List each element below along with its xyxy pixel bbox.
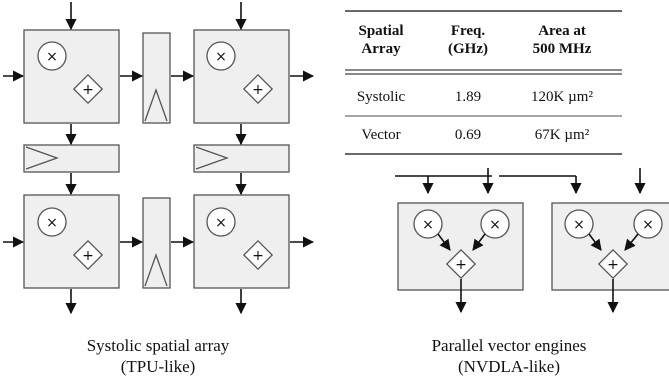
header-area-line1: Area at	[538, 23, 586, 39]
pe-bottom-right	[193, 194, 290, 289]
vector-input-bus	[395, 168, 646, 195]
add-symbol: +	[455, 257, 467, 273]
systolic-symbols: × + × + × + × +	[46, 49, 264, 264]
systolic-arrows	[3, 2, 315, 315]
add-symbol: +	[252, 82, 264, 98]
header-spatial-array-line2: Array	[361, 41, 401, 57]
vector-engine-2: × × +	[551, 202, 669, 314]
add-symbol: +	[252, 248, 264, 264]
cell-array: Vector	[361, 127, 400, 143]
multiply-symbol: ×	[573, 217, 585, 233]
table-row: Systolic 1.89 120K µm²	[357, 89, 594, 105]
systolic-caption-line1: Systolic spatial array	[87, 336, 230, 355]
multiply-symbol: ×	[215, 215, 227, 231]
header-freq-line2: (GHz)	[448, 41, 488, 57]
vector-caption-line2: (NVDLA-like)	[458, 357, 560, 376]
horizontal-register-left	[23, 144, 120, 173]
vector-engine-1: × × +	[397, 202, 524, 314]
systolic-array	[23, 29, 290, 289]
systolic-caption-line2: (TPU-like)	[121, 357, 196, 376]
pe-top-right	[193, 29, 290, 124]
header-area-line2: 500 MHz	[533, 41, 592, 57]
vertical-register-top	[142, 32, 171, 124]
cell-freq: 0.69	[455, 127, 481, 143]
table-row: Vector 0.69 67K µm²	[361, 127, 589, 143]
comparison-table: Spatial Array Freq. (GHz) Area at 500 MH…	[345, 10, 622, 155]
multiply-symbol: ×	[215, 49, 227, 65]
add-symbol: +	[82, 82, 94, 98]
add-symbol: +	[607, 257, 619, 273]
multiply-symbol: ×	[46, 49, 58, 65]
header-spatial-array-line1: Spatial	[358, 23, 403, 39]
pe-bottom-left	[23, 194, 120, 289]
cell-array: Systolic	[357, 89, 406, 105]
multiply-symbol: ×	[489, 217, 501, 233]
header-freq-line1: Freq.	[451, 23, 486, 39]
pe-top-left	[23, 29, 120, 124]
vector-engines: × × + × × + Parallel vector engines (NVD…	[395, 168, 669, 376]
multiply-symbol: ×	[46, 215, 58, 231]
cell-freq: 1.89	[455, 89, 481, 105]
vector-caption-line1: Parallel vector engines	[432, 336, 587, 355]
add-symbol: +	[82, 248, 94, 264]
horizontal-register-right	[193, 144, 290, 173]
multiply-symbol: ×	[642, 217, 654, 233]
cell-area: 120K µm²	[531, 89, 593, 105]
multiply-symbol: ×	[422, 217, 434, 233]
vertical-register-bottom	[142, 197, 171, 289]
cell-area: 67K µm²	[535, 127, 590, 143]
